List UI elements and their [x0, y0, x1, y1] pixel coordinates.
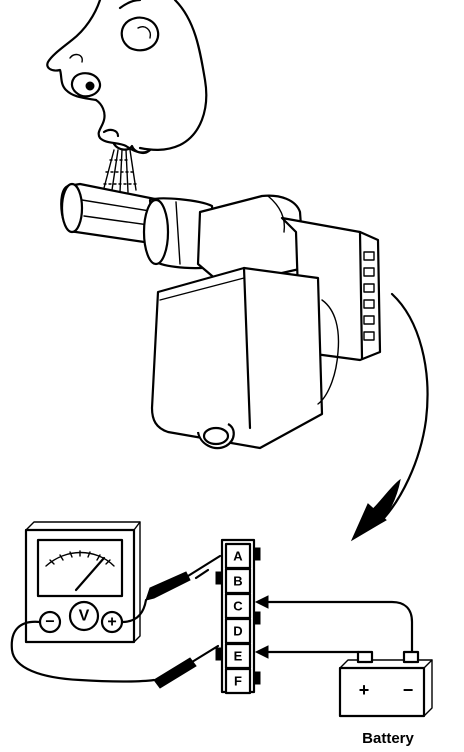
face-blowing-icon: [46, 0, 208, 155]
battery-positive-sign: +: [359, 680, 370, 700]
battery-negative-sign: −: [403, 680, 414, 700]
meter-voltage-symbol: V: [79, 608, 90, 625]
wire-harness: [254, 595, 414, 664]
curved-arrow-icon: [350, 292, 429, 542]
terminal-box: [224, 592, 252, 620]
terminal-box: [224, 642, 252, 670]
terminal-label: F: [234, 674, 242, 689]
meter-positive-sign: +: [107, 614, 116, 631]
battery-icon: + −: [338, 650, 433, 718]
terminal-box: [224, 567, 252, 595]
voltmeter-icon: − V +: [24, 521, 141, 644]
sensor-unit-icon: [60, 182, 382, 450]
meter-negative-sign: −: [45, 614, 54, 631]
terminal-label: E: [234, 649, 243, 664]
probe-icon: [10, 554, 222, 689]
battery-label: Battery: [362, 730, 414, 747]
terminal-label: C: [233, 599, 243, 614]
terminal-label: B: [233, 574, 242, 589]
terminal-label: A: [233, 549, 243, 564]
terminal-label: D: [233, 624, 242, 639]
air-flow-icon: [103, 149, 137, 193]
terminal-box: [224, 667, 252, 695]
